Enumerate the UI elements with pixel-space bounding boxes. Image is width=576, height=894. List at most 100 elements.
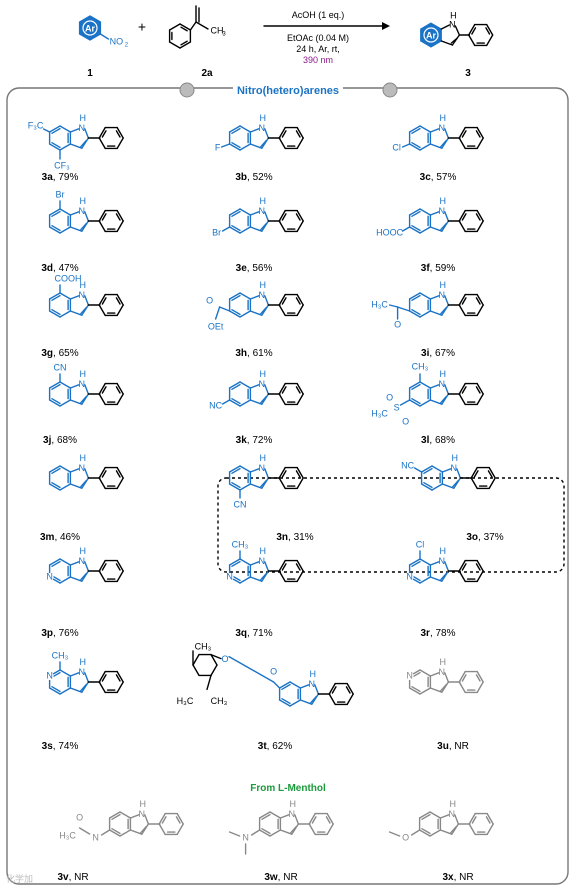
phenyl-ring [278, 137, 286, 150]
compound-label-3s: 3s, 74% [42, 741, 79, 752]
phenyl-ring [168, 41, 181, 49]
compound-id: 3n [276, 532, 289, 543]
pyrrole-bond [84, 128, 90, 139]
double-bond [450, 825, 458, 834]
pyridine-n-bg [225, 573, 234, 581]
phenyl-ring [98, 670, 106, 683]
double-bond [487, 470, 493, 478]
indole-nh: H [80, 196, 87, 206]
pyrrole-bond [249, 399, 263, 405]
sub-amide-h3c: H₃C [59, 830, 76, 840]
product-n: N [449, 19, 456, 29]
menthyl-ring [192, 664, 200, 677]
phenyl-ring [476, 220, 484, 233]
double-bond [281, 697, 291, 705]
phenyl-ring [116, 559, 124, 572]
ring-bond [59, 143, 72, 151]
isopropyl-bond [206, 674, 212, 691]
ring-bond [228, 483, 241, 491]
compound-id: 3l [421, 435, 430, 446]
pyrrole-bond [444, 384, 450, 395]
double-bond [461, 563, 467, 571]
ring-bond [431, 465, 444, 473]
pyrrole-bond [249, 483, 263, 489]
pyrrole-bond [441, 483, 455, 489]
double-bond [461, 674, 467, 682]
phenyl-ring [98, 382, 106, 395]
double-bond [80, 395, 88, 404]
ar-text: Ar [85, 23, 95, 33]
double-bond [51, 560, 61, 568]
phenyl-ring [278, 209, 286, 222]
phenyl-ring [278, 293, 286, 306]
double-bond [461, 386, 467, 394]
sub-bond [413, 467, 423, 473]
ring-bond [419, 125, 432, 133]
double-bond [411, 685, 421, 693]
double-bond [101, 563, 107, 571]
double-bond [231, 141, 241, 149]
double-bond [80, 683, 88, 692]
compound-id: 3k [235, 435, 247, 446]
double-bond [440, 683, 448, 692]
phenyl-ring [296, 382, 304, 395]
nitro-bond [99, 33, 110, 40]
ring-bond [408, 310, 421, 318]
ring-bond [59, 125, 72, 133]
phenyl-ring [328, 693, 336, 706]
compound-label-3i: 3i, 67% [421, 348, 455, 359]
indole-n: N [439, 667, 446, 677]
phenyl-ring [476, 209, 484, 222]
ring-bond [269, 829, 282, 837]
double-bond [261, 813, 271, 821]
compound-label-3c: 3c, 57% [420, 172, 457, 183]
indole-n: N [79, 379, 86, 389]
phenyl-ring [116, 304, 124, 317]
sub-so-o2: O [402, 416, 409, 426]
indole-nh: H [80, 546, 87, 556]
sub-br: Br [56, 189, 65, 199]
indole-nh: H [260, 280, 267, 290]
pyrrole-bond [81, 137, 90, 149]
pyrrole-bond [279, 829, 293, 835]
double-bond [411, 127, 421, 135]
indole-n: N [439, 556, 446, 566]
double-bond [295, 386, 301, 394]
compound-yield: , NR [277, 872, 298, 883]
double-bond [231, 467, 241, 475]
ball-right [382, 82, 398, 98]
phenyl-ring [168, 23, 181, 31]
phenyl-ring [296, 304, 304, 317]
ring-bond [239, 226, 252, 234]
ring-bond [59, 483, 72, 491]
double-bond [51, 294, 61, 302]
pyrrole-bond [456, 468, 462, 479]
menthyl-ring [210, 664, 218, 677]
indole-n: N [439, 290, 446, 300]
compound-id: 3v [57, 872, 69, 883]
double-bond [231, 397, 241, 405]
phenyl-ring [158, 823, 166, 836]
double-bond [101, 674, 107, 682]
pyrrole-bond [69, 561, 80, 566]
phenyl-ring [98, 681, 106, 694]
phenyl-ring [308, 823, 316, 836]
methyl-sub: 3 [222, 32, 226, 38]
pyrrole-bond [249, 561, 260, 566]
sub-menthyl-o: O [221, 654, 228, 664]
methyl-bond [195, 21, 209, 30]
compound-yield: , 52% [247, 172, 273, 183]
pyrrole-bond [261, 137, 270, 149]
phenyl-ring [476, 382, 484, 395]
phenyl-ring [296, 559, 304, 572]
pyrrole-bond [249, 211, 260, 216]
compound-label-3g: 3g, 65% [41, 348, 78, 359]
phenyl-ring [116, 126, 124, 139]
double-bond [231, 481, 241, 489]
double-bond [115, 297, 121, 305]
double-bond [281, 130, 287, 138]
pyrrole-bond [261, 393, 270, 405]
phenyl-ring [278, 466, 286, 479]
product-ar-text: Ar [426, 30, 436, 40]
compound-yield: , 68% [429, 435, 455, 446]
